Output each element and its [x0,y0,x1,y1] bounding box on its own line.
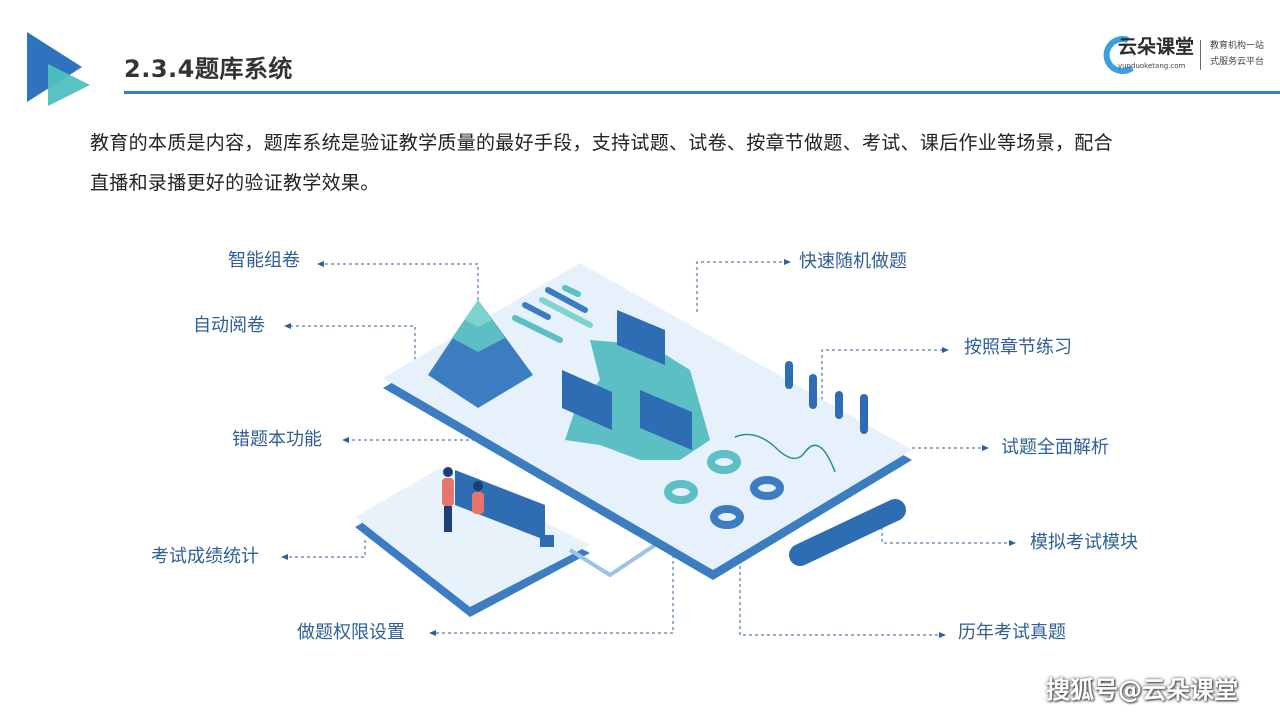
brand-url: yunduoketang.com [1118,62,1186,70]
brand-name: 云朵课堂 [1118,36,1195,58]
feature-label: 快速随机做题 [799,251,907,272]
watermark: 搜狐号@云朵课堂 [1046,676,1238,704]
feature-label: 考试成绩统计 [151,546,259,567]
people-console-icon [442,467,554,547]
feature-label: 试题全面解析 [1001,437,1109,458]
feature-label: 错题本功能 [232,429,322,450]
feature-label: 自动阅卷 [193,315,265,336]
feature-label: 按照章节练习 [964,337,1072,358]
intro-line-1: 教育的本质是内容，题库系统是验证教学质量的最好手段，支持试题、试卷、按章节做题、… [90,132,1113,154]
brand-tagline-2: 式服务云平台 [1210,57,1265,67]
vertical-gauges [785,331,868,454]
pyramid-icon [428,300,533,408]
page-title: 2.3.4题库系统 [124,55,293,83]
brand-tagline-1: 教育机构一站 [1210,41,1265,51]
small-board [355,468,657,617]
screen-panels [562,310,692,450]
feature-label: 模拟考试模块 [1030,532,1138,553]
feature-label: 智能组卷 [228,250,300,271]
ring-charts [664,450,784,529]
slide-play-logo-icon [27,32,90,106]
cloud-logo-icon [1103,36,1134,75]
pill-bar [789,499,906,566]
connector-lines [281,259,1016,638]
brand-divider [1200,40,1201,70]
feature-label: 做题权限设置 [297,622,405,643]
wave-line [734,433,836,473]
bar-strips [512,285,593,343]
intro-line-2: 直播和录播更好的验证教学效果。 [90,172,380,194]
title-divider [124,91,1280,94]
feature-label: 历年考试真题 [958,622,1066,643]
